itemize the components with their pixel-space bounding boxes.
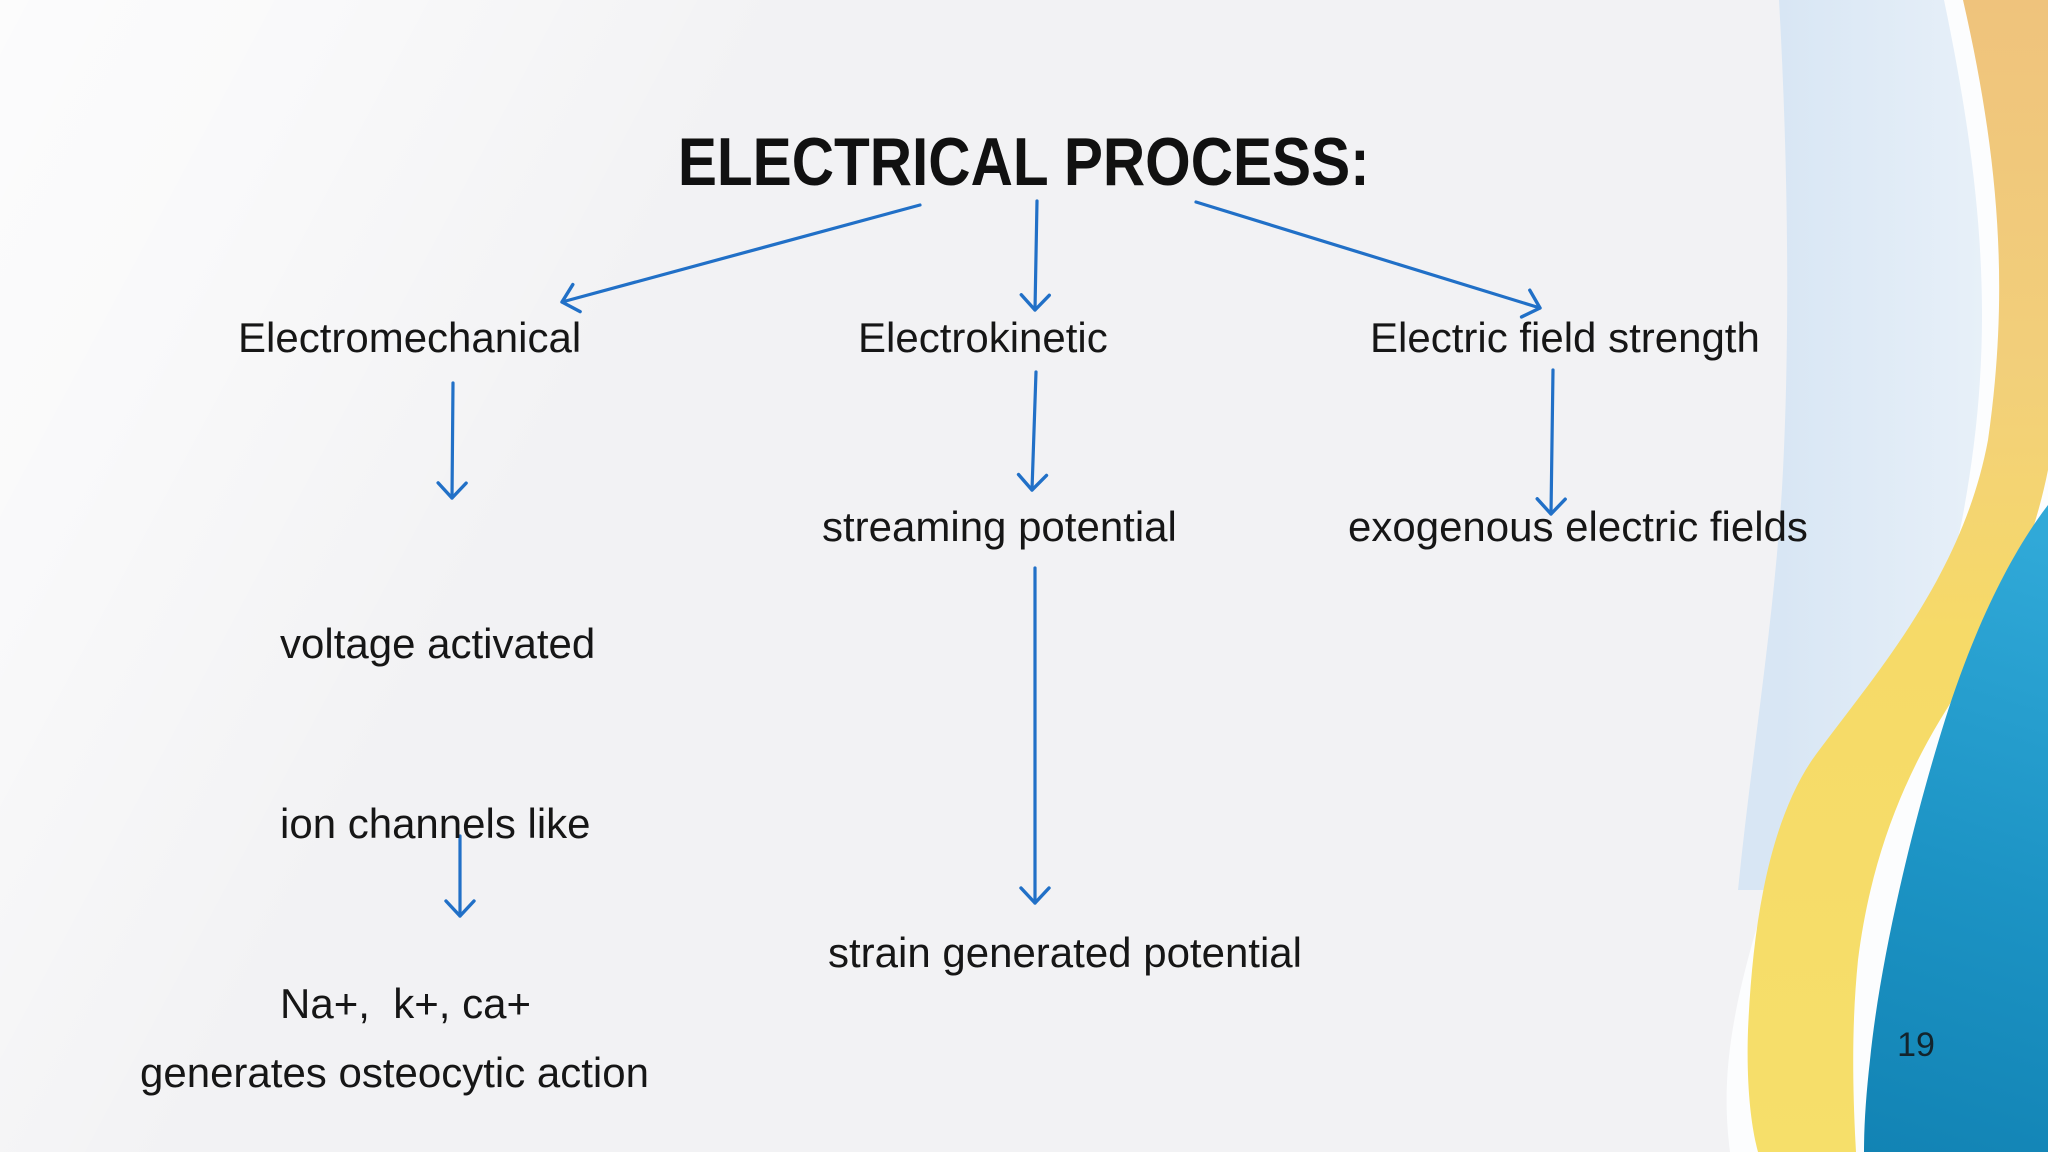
detail-line: ion channels like xyxy=(280,800,591,847)
arrow-electric-field-strength-to-detail xyxy=(1535,368,1567,516)
arrow-electromechanical-to-detail xyxy=(436,381,468,500)
arrow-electrokinetic-to-detail xyxy=(1016,370,1049,492)
arrow-title-to-electrokinetic xyxy=(1019,199,1051,312)
arrow-title-to-electromechanical xyxy=(560,203,922,314)
branch-label-electric-field-strength: Electric field strength xyxy=(1370,314,1760,361)
outcome-electrokinetic: strain generated potential xyxy=(828,929,1302,976)
outcome-line: generates osteocytic action xyxy=(140,1049,649,1096)
outcome-electromechanical: generates osteocytic action potentials c… xyxy=(140,923,784,1152)
detail-line: voltage activated xyxy=(280,620,596,667)
detail-electric-field-strength: exogenous electric fields xyxy=(1348,503,1808,550)
arrow-title-to-electric-field-strength xyxy=(1194,200,1542,319)
branch-label-electromechanical: Electromechanical xyxy=(238,314,582,361)
slide-title-text: ELECTRICAL PROCESS: xyxy=(678,124,1370,200)
page-number: 19 xyxy=(1897,1026,1935,1064)
detail-electrokinetic: streaming potential xyxy=(822,503,1177,550)
detail-electromechanical: voltage activated ion channels like Na+,… xyxy=(280,494,642,1152)
branch-label-electrokinetic: Electrokinetic xyxy=(858,314,1108,361)
detail-line: Na+, k+, ca+ xyxy=(280,980,531,1027)
slide-title: ELECTRICAL PROCESS: xyxy=(0,122,2048,202)
